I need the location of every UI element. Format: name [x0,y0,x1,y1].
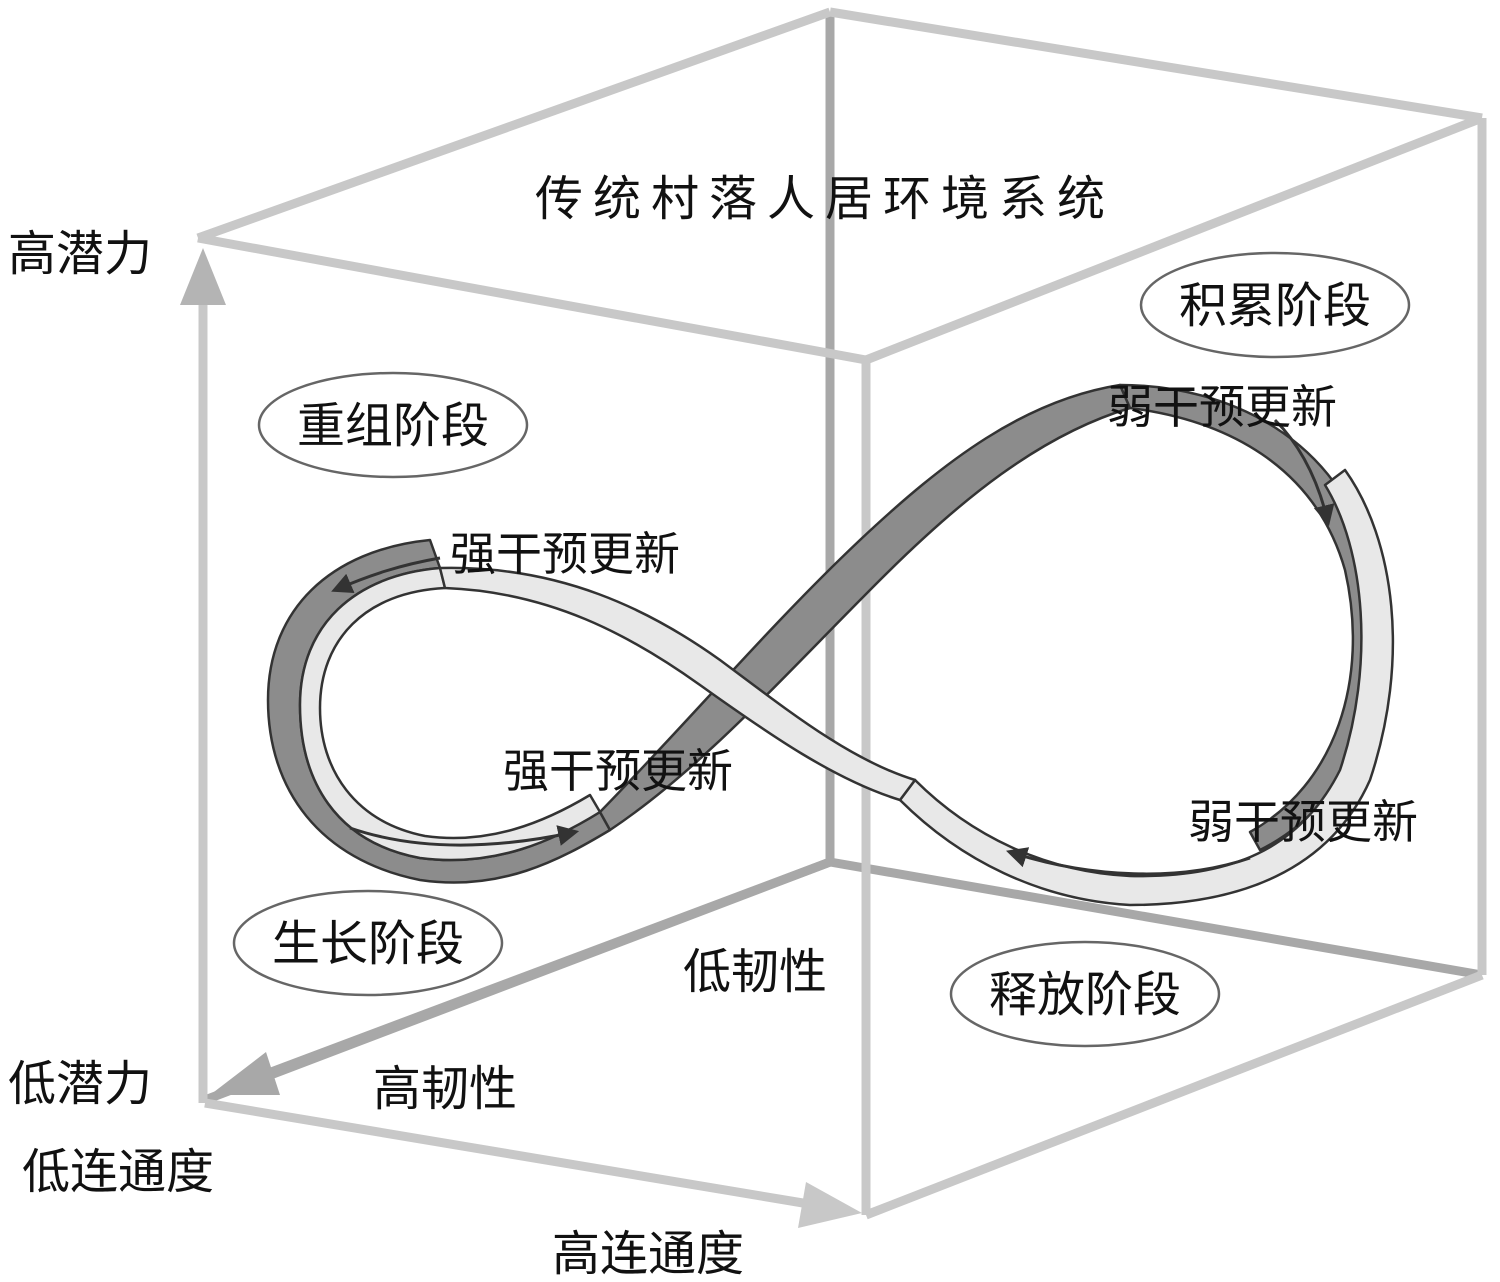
flow-arrows [331,418,1335,876]
low-potential-label: 低潜力 [8,1056,152,1112]
resilience-axis-arrowhead [210,1052,280,1095]
reorganization-phase-label: 重组阶段 [297,398,489,454]
cube-top-edge-front-left [197,233,867,365]
cube-top-edge-back [829,7,1483,123]
band-right-loop-dark [1118,383,1381,852]
high-connectivity-label: 高连通度 [552,1226,744,1282]
reorganization-ellipse [257,371,529,479]
connectivity-axis-line [204,1098,816,1210]
band-falling-strand [438,566,917,802]
cube-bottom-edge-right [864,970,1484,1220]
cube-top-edge-front-right [864,113,1484,365]
band-left-loop-light [298,566,602,862]
growth-phase-label: 生长阶段 [272,916,464,972]
cube-back-bottom-edge-right [829,857,1483,980]
phase-ellipses [232,251,1411,1048]
cube-top-edge-left [196,7,832,243]
weak-intervention-label-lower: 弱干预更新 [1188,795,1418,849]
strong-intervention-label-center: 强干预更新 [503,744,733,798]
flow-arrow-lower-right [1006,847,1251,876]
flow-arrow-upper-right [1273,418,1335,527]
low-connectivity-label: 低连通度 [22,1144,214,1200]
release-phase-label: 释放阶段 [989,967,1181,1023]
connectivity-axis-arrowhead [798,1182,862,1228]
release-ellipse [949,940,1221,1048]
accumulation-ellipse [1139,251,1411,359]
high-resilience-label: 高韧性 [373,1061,517,1117]
resilience-axis-line [253,857,832,1083]
flow-arrow-upper-left [331,556,441,594]
weak-intervention-label-upper: 弱干预更新 [1107,380,1337,434]
accumulation-phase-label: 积累阶段 [1179,278,1371,334]
growth-ellipse [232,889,504,997]
potential-axis-arrowhead [180,248,226,305]
flow-arrow-lower-left [349,825,580,847]
diagram-title: 传统村落人居环境系统 [535,171,1115,227]
low-resilience-label: 低韧性 [683,944,827,1000]
axis-arrows [180,248,862,1228]
strong-intervention-label-upper: 强干预更新 [450,527,680,581]
high-potential-label: 高潜力 [8,226,152,282]
adaptive-cycle-band [266,383,1395,907]
